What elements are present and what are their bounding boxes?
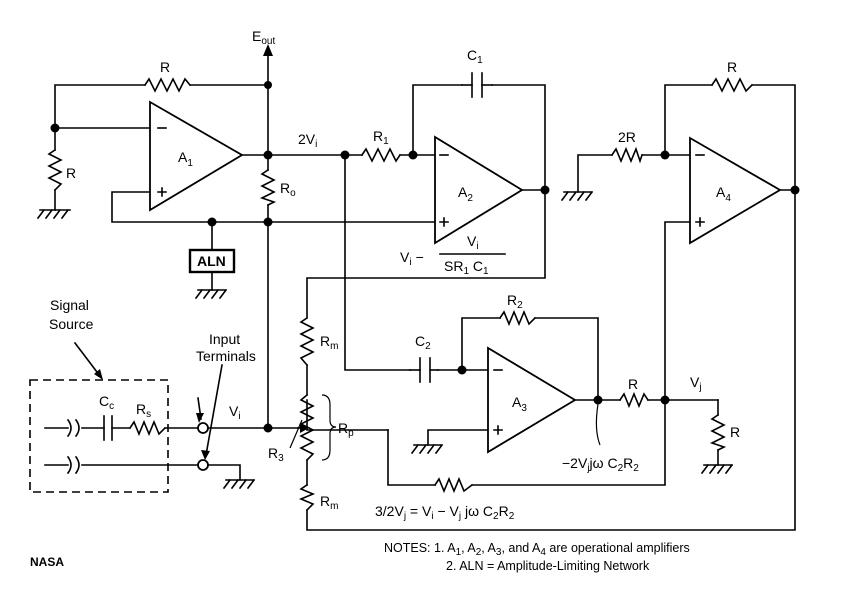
label-cc: Cc <box>99 393 114 412</box>
capacitor-c2 <box>409 357 439 383</box>
rp-brace <box>321 394 337 461</box>
svg-text:A1: A1 <box>178 149 193 169</box>
label-rm-bottom: Rm <box>320 493 338 512</box>
label-signal-source-line1: Signal <box>50 297 89 313</box>
wires <box>44 51 796 531</box>
label-signal-source-line2: Source <box>49 316 94 332</box>
label-input-terminals-line1: Input <box>209 331 240 347</box>
ground-icon-right <box>700 463 734 475</box>
eout-arrow-icon <box>263 44 273 56</box>
label-eout: Eout <box>252 28 275 47</box>
svg-text:SR1 C1: SR1 C1 <box>444 258 489 277</box>
a3-output-pointer <box>595 403 601 446</box>
resistor-r-a1-feedback <box>143 77 192 93</box>
resistor-r0 <box>259 168 277 207</box>
amplifier-a4: A4 <box>689 136 782 245</box>
junction-dots <box>50 81 800 433</box>
label-r0: Ro <box>280 180 296 199</box>
resistor-r3-bottom-loop <box>433 476 474 494</box>
label-rp: Rp <box>338 420 354 439</box>
resistor-rs <box>128 419 167 437</box>
ground-icon-left <box>36 208 71 220</box>
label-c1: C1 <box>467 47 483 66</box>
input-terminals <box>196 364 223 471</box>
labels: Eout R R 2Vi Ro R1 C1 2R R Signal Source… <box>30 28 740 573</box>
label-r-a1-feedback: R <box>160 59 170 75</box>
capacitor-cc <box>103 415 113 441</box>
resistor-r-right-ground <box>709 413 727 452</box>
ground-icon-a3 <box>410 443 444 455</box>
resistor-r-a4-feedback <box>710 77 754 93</box>
svg-text:A2: A2 <box>458 184 473 204</box>
equation-vj: 3/2Vj = Vi − Vj jω C2R2 <box>375 503 515 522</box>
label-input-terminals-line2: Terminals <box>196 348 256 364</box>
aln-block: ALN <box>188 248 236 274</box>
resistor-r1 <box>360 147 402 163</box>
label-r1: R1 <box>373 128 389 147</box>
label-rs: Rs <box>136 401 151 420</box>
capacitor-c1 <box>461 72 493 98</box>
amplifier-a1: A1 <box>149 100 244 212</box>
label-r-a4-feedback: R <box>727 59 737 75</box>
svg-text:ALN: ALN <box>197 253 226 269</box>
notes-line-1: NOTES: 1. A1, A2, A3, and A4 are operati… <box>384 541 690 558</box>
resistor-r-left-ground <box>47 148 63 192</box>
ground-icon-input <box>222 478 256 490</box>
credit-nasa: NASA <box>30 555 64 569</box>
svg-text:A3: A3 <box>512 394 527 414</box>
svg-text:Vi−: Vi− <box>400 249 424 268</box>
resistor-rm-bottom <box>298 483 316 512</box>
ground-icon-a4 <box>560 190 594 202</box>
notes-line-2: 2. ALN = Amplitude-Limiting Network <box>446 559 650 573</box>
amplifier-a3: A3 <box>487 346 577 454</box>
label-r3: R3 <box>268 445 284 464</box>
label-vi-input: Vi <box>229 403 241 422</box>
label-2vi: 2Vi <box>298 131 317 150</box>
resistor-r2 <box>498 309 537 327</box>
cable-breaks <box>66 418 80 475</box>
label-vj: Vj <box>690 374 702 393</box>
label-rm-top: Rm <box>320 333 338 352</box>
label-r-right-ground: R <box>730 424 740 440</box>
label-r-left-ground: R <box>66 165 76 181</box>
equation-a3-output: −2Vjjω C2R2 <box>562 455 639 474</box>
amplifier-a2: A2 <box>434 135 524 245</box>
svg-text:A4: A4 <box>716 184 731 204</box>
resistor-rm-top <box>299 316 315 367</box>
label-r-a3-output: R <box>628 376 638 392</box>
label-2r: 2R <box>618 129 636 145</box>
signal-source-box <box>29 341 169 493</box>
ground-icon-aln <box>194 288 228 300</box>
label-r2: R2 <box>507 292 523 311</box>
ground-symbols <box>36 190 734 490</box>
capacitors <box>103 72 493 441</box>
label-c2: C2 <box>415 333 431 352</box>
resistor-2r <box>610 146 644 164</box>
svg-text:Vi: Vi <box>467 233 479 252</box>
equation-a2-output: Vi− Vi SR1 C1 <box>400 233 506 277</box>
potentiometer-wiper <box>289 419 309 449</box>
resistor-r-a3-output <box>618 391 650 409</box>
